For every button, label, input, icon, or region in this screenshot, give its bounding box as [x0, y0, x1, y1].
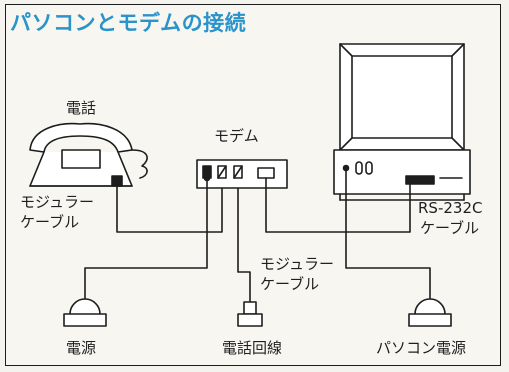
- label-rs232c-1: RS-232C: [418, 199, 483, 217]
- label-outlet-phone-line: 電話回線: [222, 339, 283, 357]
- label-outlet-power: 電源: [66, 339, 97, 357]
- diagram-title: パソコンとモデムの接続: [10, 11, 247, 35]
- label-modular-cable-left-2: ケーブル: [20, 213, 80, 231]
- label-modular-cable-left-1: モジュラー: [20, 193, 94, 211]
- label-modem: モデム: [214, 127, 259, 145]
- modem-icon: [196, 159, 288, 189]
- computer-icon: [333, 43, 471, 201]
- connection-lines: [84, 169, 431, 303]
- label-rs232c-2: ケーブル: [420, 219, 480, 237]
- telephone-icon: [29, 122, 148, 187]
- label-outlet-pc-power: パソコン電源: [376, 339, 467, 357]
- label-modular-cable-center-2: ケーブル: [260, 275, 320, 293]
- outlet-power-icon: [63, 298, 107, 327]
- outlet-pc-power-icon: [408, 298, 452, 327]
- outlet-phone-line-icon: [237, 301, 263, 327]
- label-modular-cable-center-1: モジュラー: [260, 255, 334, 273]
- label-phone: 電話: [66, 99, 97, 117]
